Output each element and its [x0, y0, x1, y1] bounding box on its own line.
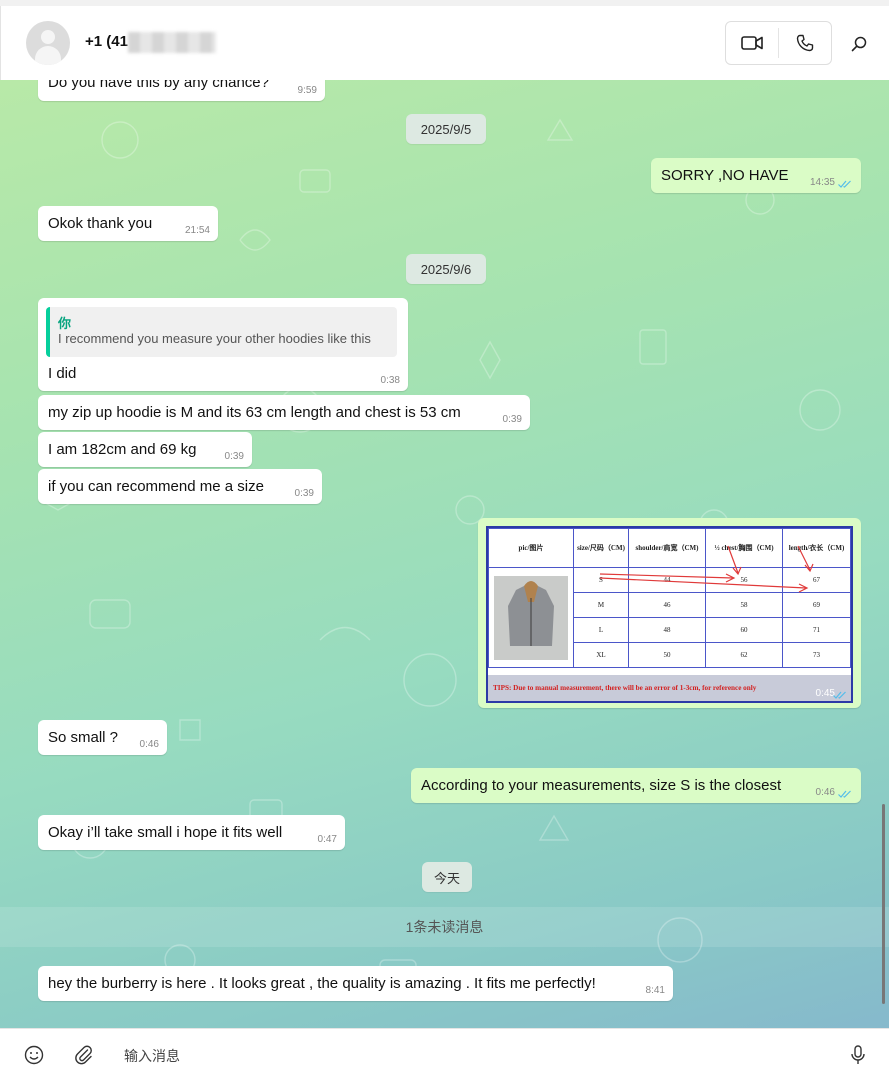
hoodie-photo	[488, 567, 574, 668]
emoji-button[interactable]	[22, 1043, 46, 1067]
contact-avatar[interactable]	[26, 21, 70, 65]
message-incoming-reply[interactable]: 你 I recommend you measure your other hoo…	[38, 298, 408, 391]
message-list[interactable]: Do you have this by any chance? 9:59 202…	[0, 80, 889, 1028]
size-chart-image[interactable]: pic/图片 size/尺码（CM) shoulder/肩宽（CM) ½ che…	[486, 526, 853, 703]
message-composer: 输入消息	[0, 1028, 889, 1080]
window-top-strip	[0, 0, 889, 6]
call-buttons-group	[725, 21, 832, 65]
size-chart-tips: TIPS: Due to manual measurement, there w…	[488, 675, 851, 701]
date-separator: 2025/9/5	[406, 114, 486, 144]
search-button[interactable]	[843, 28, 875, 60]
read-receipt-icon	[838, 790, 851, 798]
unread-messages-banner: 1条未读消息	[0, 907, 889, 947]
message-input[interactable]: 输入消息	[124, 1048, 180, 1064]
video-call-icon	[741, 36, 763, 50]
microphone-icon	[851, 1045, 865, 1064]
date-separator: 今天	[422, 862, 472, 892]
message-incoming[interactable]: I am 182cm and 69 kg 0:39	[38, 432, 252, 467]
message-outgoing[interactable]: According to your measurements, size S i…	[411, 768, 861, 803]
chat-scrollbar[interactable]	[882, 804, 885, 1004]
chat-wallpaper-pattern	[38, 118, 841, 987]
message-incoming[interactable]: Okay i’ll take small i hope it fits well…	[38, 815, 345, 850]
message-incoming[interactable]: So small ? 0:46	[38, 720, 167, 755]
read-receipt-icon	[833, 691, 846, 699]
voice-call-button[interactable]	[779, 22, 831, 64]
message-outgoing-image[interactable]: pic/图片 size/尺码（CM) shoulder/肩宽（CM) ½ che…	[478, 518, 861, 708]
redacted-phone-number	[128, 32, 216, 53]
annotation-arrows	[599, 545, 814, 593]
message-incoming[interactable]: if you can recommend me a size 0:39	[38, 469, 322, 504]
emoji-icon	[24, 1045, 44, 1065]
search-icon	[851, 36, 867, 52]
message-incoming[interactable]: Okok thank you 21:54	[38, 206, 218, 241]
date-separator: 2025/9/6	[406, 254, 486, 284]
quoted-message[interactable]: 你 I recommend you measure your other hoo…	[46, 307, 397, 357]
read-receipt-icon	[838, 180, 851, 188]
paperclip-icon	[75, 1045, 92, 1065]
message-outgoing[interactable]: SORRY ,NO HAVE 14:35	[651, 158, 861, 193]
attach-button[interactable]	[72, 1043, 96, 1067]
voice-message-button[interactable]	[846, 1043, 870, 1067]
message-incoming[interactable]: Do you have this by any chance? 9:59	[38, 80, 325, 101]
contact-name[interactable]: +1 (41	[85, 33, 128, 50]
message-incoming[interactable]: my zip up hoodie is M and its 63 cm leng…	[38, 395, 530, 430]
message-incoming[interactable]: hey the burberry is here . It looks grea…	[38, 966, 673, 1001]
chat-header: +1 (41	[0, 6, 889, 80]
voice-call-icon	[796, 34, 814, 52]
video-call-button[interactable]	[726, 22, 778, 64]
